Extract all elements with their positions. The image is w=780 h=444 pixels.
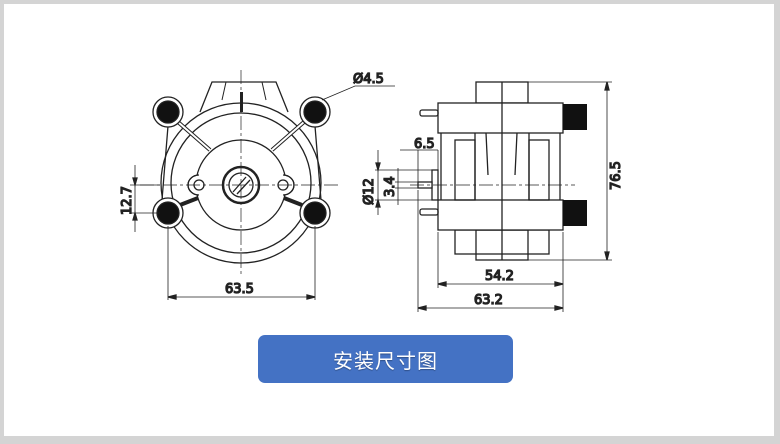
side-view: [375, 81, 612, 312]
bolt-holes: [152, 96, 331, 229]
dim-3-4: 3.4: [383, 176, 398, 197]
dim-6-5: 6.5: [414, 137, 435, 152]
pump-dimension-drawing: 63.5 12.7 Ø4.5 76.5 54.2 63.2 6.5 Ø1: [119, 70, 625, 312]
installation-dimensions-button[interactable]: 安装尺寸图: [258, 335, 513, 383]
dim-shaft-diameter: Ø12: [362, 178, 377, 205]
dim-54-2: 54.2: [485, 269, 514, 284]
dim-63-5: 63.5: [225, 282, 254, 297]
dim-12-7: 12.7: [120, 186, 135, 215]
dim-63-2: 63.2: [474, 293, 503, 308]
front-view: [130, 70, 395, 300]
drawing-sheet: 63.5 12.7 Ø4.5 76.5 54.2 63.2 6.5 Ø1: [4, 4, 774, 436]
dim-76-5: 76.5: [609, 161, 624, 190]
dim-hole-diameter: Ø4.5: [353, 72, 384, 87]
